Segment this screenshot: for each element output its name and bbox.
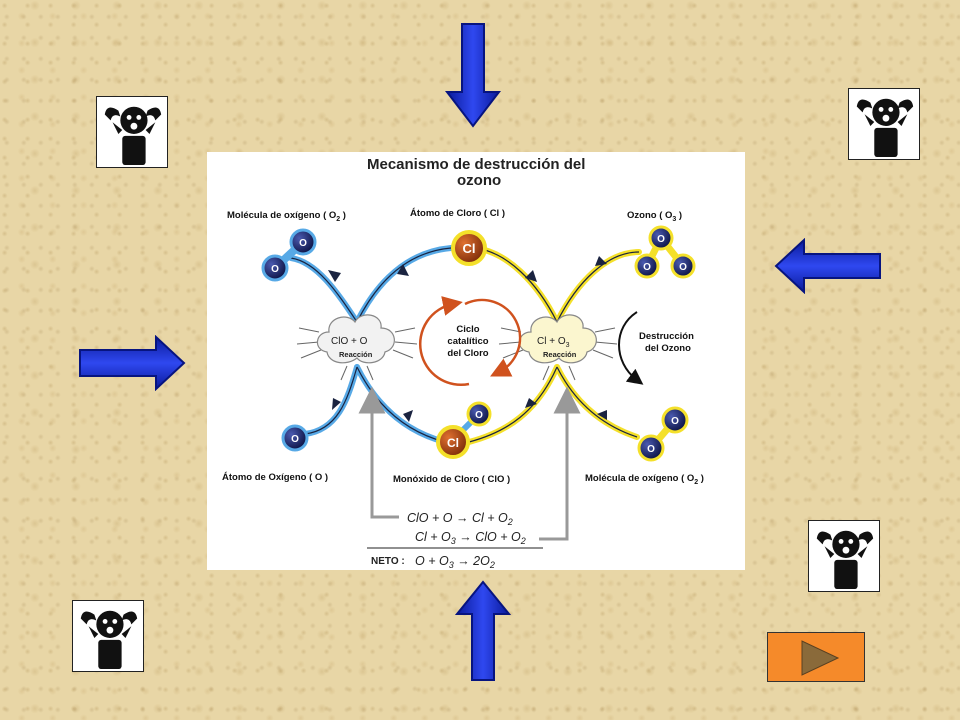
svg-text:O: O bbox=[643, 262, 651, 273]
label-cl-top: Átomo de Cloro ( Cl ) bbox=[410, 208, 505, 219]
blue-path-bottom-right bbox=[354, 364, 448, 445]
blue-path-bottom-left bbox=[302, 364, 360, 437]
label-o3-top: Ozono ( O3 ) bbox=[627, 210, 682, 223]
reaction-cloud-left: ClO + O Reacción bbox=[296, 314, 418, 381]
yellow-arrowhead-4 bbox=[597, 410, 607, 420]
yellow-path-top-left bbox=[472, 245, 560, 325]
svg-text:O: O bbox=[671, 416, 679, 427]
ozone-destruction-note: Destrucción del Ozono bbox=[618, 311, 694, 385]
play-triangle-icon bbox=[801, 640, 840, 676]
blue-arrowhead-4 bbox=[403, 410, 413, 422]
ozone-destruction-diagram: Mecanismo de destrucción del ozono Moléc… bbox=[207, 152, 745, 570]
destruction-label-line1: Destrucción bbox=[639, 331, 694, 342]
equations-block: ClO + O → Cl + O2 Cl + O3 → ClO + O2 NET… bbox=[367, 511, 543, 570]
cloud-left-label: Reacción bbox=[339, 350, 373, 359]
left-arrow-icon bbox=[774, 238, 881, 294]
o3-molecule-top-right: O O O bbox=[634, 225, 696, 279]
svg-text:Cl: Cl bbox=[447, 436, 459, 450]
scared-person-icon bbox=[72, 600, 144, 672]
up-arrow-icon bbox=[455, 580, 511, 681]
right-arrow-icon bbox=[79, 335, 186, 391]
scared-person-icon bbox=[808, 520, 880, 592]
equation-link-arrows bbox=[358, 386, 581, 541]
svg-text:O: O bbox=[679, 262, 687, 273]
equation-1: ClO + O → Cl + O2 bbox=[407, 511, 513, 527]
yellow-arrowhead-3 bbox=[525, 398, 537, 408]
cycle-label-line3: del Cloro bbox=[447, 348, 488, 359]
cloud-left-formula: ClO + O bbox=[331, 336, 368, 347]
label-o2-top: Molécula de oxígeno ( O2 ) bbox=[227, 210, 346, 223]
catalytic-cycle: Ciclo catalítico del Cloro bbox=[418, 296, 522, 386]
svg-text:O: O bbox=[271, 264, 279, 275]
diagram-title-line2: ozono bbox=[457, 172, 501, 189]
svg-text:O: O bbox=[475, 410, 483, 421]
svg-text:O: O bbox=[657, 234, 665, 245]
label-o2-bottom: Molécula de oxígeno ( O2 ) bbox=[585, 473, 704, 486]
scared-person-icon bbox=[848, 88, 920, 160]
next-slide-button[interactable] bbox=[767, 632, 865, 682]
cycle-label-line2: catalítico bbox=[447, 336, 488, 347]
o2-molecule-bottom-right: O O bbox=[637, 406, 689, 462]
yellow-arrowhead-2 bbox=[595, 256, 607, 266]
oxygen-atom-bottom-left: O bbox=[281, 424, 309, 452]
scared-person-icon bbox=[96, 96, 168, 168]
svg-text:O: O bbox=[291, 434, 299, 445]
svg-text:Cl: Cl bbox=[463, 241, 476, 256]
equation-net: O + O3 → 2O2 bbox=[415, 554, 495, 570]
equation-2: Cl + O3 → ClO + O2 bbox=[415, 530, 526, 546]
blue-arrowhead-2 bbox=[397, 264, 409, 276]
label-o-bottom: Átomo de Oxígeno ( O ) bbox=[222, 472, 328, 483]
blue-arrowhead-1 bbox=[328, 270, 341, 282]
svg-text:O: O bbox=[299, 238, 307, 249]
diagram-title-line1: Mecanismo de destrucción del bbox=[367, 156, 585, 173]
blue-path-top-left bbox=[288, 255, 360, 325]
cycle-label-line1: Ciclo bbox=[456, 324, 479, 335]
net-label: NETO : bbox=[371, 556, 405, 567]
o2-molecule-top-left: O O bbox=[261, 228, 317, 282]
blue-arrowhead-3 bbox=[332, 398, 341, 410]
svg-text:O: O bbox=[647, 444, 655, 455]
cloud-right-label: Reacción bbox=[543, 350, 577, 359]
yellow-arrowhead-1 bbox=[525, 270, 537, 282]
cloud-right-formula: Cl + O3 bbox=[537, 336, 570, 349]
yellow-path-bottom-right bbox=[554, 364, 640, 440]
down-arrow-icon bbox=[445, 23, 501, 128]
label-clo-bottom: Monóxido de Cloro ( ClO ) bbox=[393, 474, 510, 485]
clo-molecule-bottom: O Cl bbox=[436, 401, 492, 459]
destruction-label-line2: del Ozono bbox=[645, 343, 691, 354]
chlorine-atom-top: Cl bbox=[451, 230, 487, 266]
reaction-cloud-right: Cl + O3 Reacción bbox=[498, 314, 618, 381]
